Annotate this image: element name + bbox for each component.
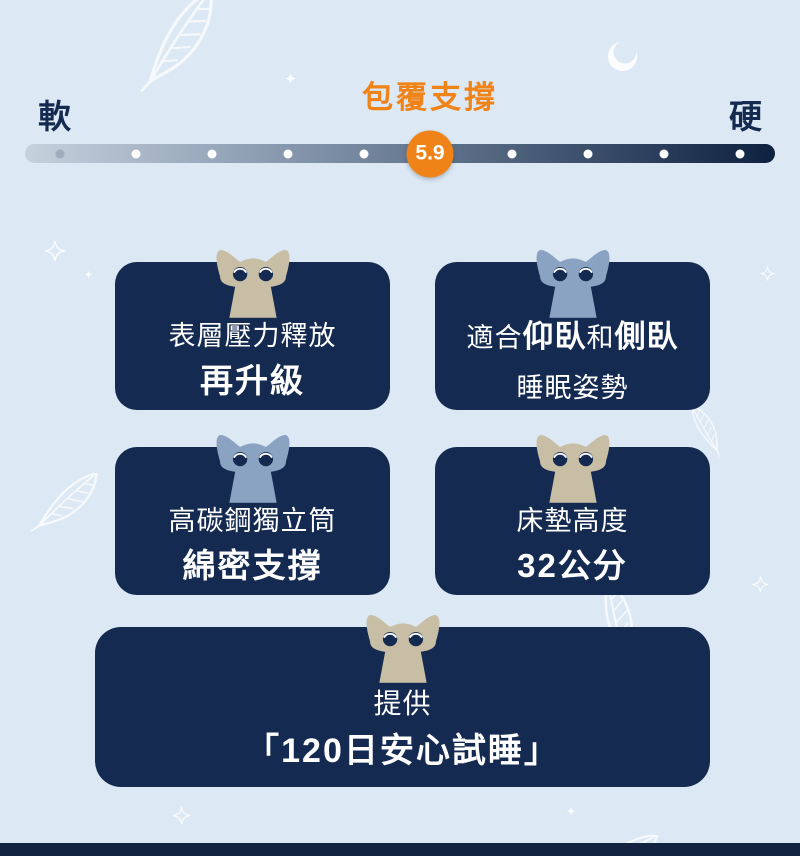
card-trial-offer: 提供 「120日安心試睡」 xyxy=(95,627,710,787)
moon-icon xyxy=(602,35,645,78)
card-text: 表層壓力釋放 xyxy=(168,321,337,351)
scale-dot xyxy=(735,149,745,158)
owl-icon xyxy=(210,246,296,318)
feather-icon xyxy=(15,451,111,550)
scale-dot xyxy=(507,149,517,158)
card-pocket-springs: 高碳鋼獨立筒 綿密支撐 xyxy=(115,447,390,595)
card-text-bold: 32公分 xyxy=(517,547,628,584)
card-text: 床墊高度 xyxy=(516,506,629,536)
owl-icon xyxy=(360,611,446,683)
card-text-bold: 「120日安心試睡」 xyxy=(245,732,560,770)
card-text-bold: 再升級 xyxy=(200,362,305,399)
card-pressure-release: 表層壓力釋放 再升級 xyxy=(115,262,390,410)
scale-dot xyxy=(283,149,293,158)
scale-dot xyxy=(207,149,217,158)
text-segment-bold: 側臥 xyxy=(614,319,679,354)
star-icon xyxy=(752,576,769,593)
card-mattress-height: 床墊高度 32公分 xyxy=(435,447,710,595)
owl-icon xyxy=(530,431,616,503)
scale-title: 包覆支撐 xyxy=(362,80,498,115)
card-text: 適合仰臥和側臥 xyxy=(467,318,679,362)
scale-label-soft: 軟 xyxy=(38,98,71,135)
owl-icon xyxy=(530,246,616,318)
scale-dot xyxy=(55,149,65,158)
card-text: 高碳鋼獨立筒 xyxy=(168,506,337,536)
firmness-score-value: 5.9 xyxy=(415,141,445,165)
star-icon xyxy=(566,806,576,816)
owl-icon xyxy=(210,431,296,503)
text-segment-bold: 仰臥 xyxy=(522,319,587,354)
scale-dot xyxy=(131,149,141,158)
scale-dot xyxy=(583,149,593,158)
card-text: 提供 xyxy=(373,688,432,719)
text-segment: 和 xyxy=(586,323,615,353)
scale-dot xyxy=(659,149,669,158)
card-sleep-posture: 適合仰臥和側臥 睡眠姿勢 xyxy=(435,262,710,410)
scale-dot xyxy=(359,149,369,158)
text-segment: 適合 xyxy=(466,323,523,353)
firmness-score-badge: 5.9 xyxy=(406,130,454,177)
card-text-bold: 綿密支撐 xyxy=(182,547,323,584)
card-text: 睡眠姿勢 xyxy=(516,373,629,403)
star-icon xyxy=(760,266,775,281)
star-icon xyxy=(172,806,191,825)
scale-bar: 5.9 xyxy=(25,130,775,177)
star-icon xyxy=(84,270,93,279)
footer-bar xyxy=(0,843,800,856)
scale-label-firm: 硬 xyxy=(729,98,762,135)
star-icon xyxy=(44,240,66,262)
